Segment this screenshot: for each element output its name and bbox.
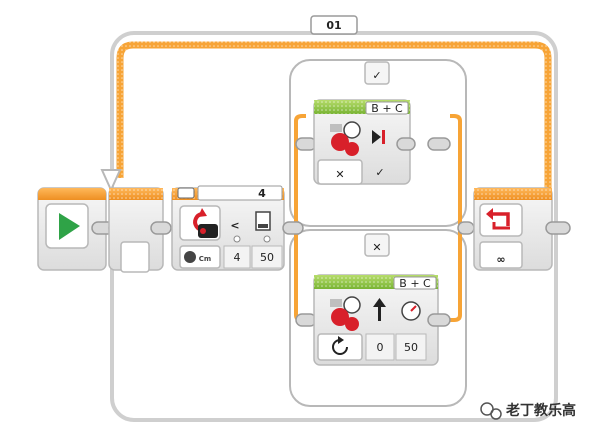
loop-start-block[interactable] xyxy=(108,187,172,273)
motor-port-selector[interactable] xyxy=(365,101,409,115)
compare-value-2: 50 xyxy=(260,251,274,264)
steering-motor-icon-2 xyxy=(330,296,361,331)
steer-arrow-up-icon xyxy=(373,298,386,321)
close-icon: ✕ xyxy=(335,168,344,181)
move-steering-on-block[interactable]: B + C 0 50 xyxy=(295,274,451,366)
steering-value: 0 xyxy=(377,341,384,354)
rotate-icon xyxy=(332,336,348,355)
units-cm-label: Cm xyxy=(199,255,211,263)
loop-repeat-icon xyxy=(486,208,510,230)
port-selector-label: 4 xyxy=(258,187,266,200)
mode-on-button[interactable] xyxy=(317,333,363,361)
port-selector[interactable] xyxy=(197,185,283,201)
steering-motor-icon xyxy=(330,121,361,156)
compare-value-1: 4 xyxy=(234,251,241,264)
case-true-tab[interactable] xyxy=(364,61,390,85)
loop-end-block[interactable]: ∞ xyxy=(473,187,571,271)
mode-stop-button[interactable] xyxy=(317,159,363,185)
stop-icon xyxy=(372,130,385,144)
loop-mode-tab[interactable] xyxy=(120,241,150,273)
compare-less-than-icon: < xyxy=(230,219,239,232)
motor-port-selector-2[interactable] xyxy=(393,276,437,290)
watermark-text: 老丁教乐高 xyxy=(506,402,576,419)
loop-name-field[interactable] xyxy=(310,15,358,35)
compare-value-2-input[interactable] xyxy=(251,245,283,269)
motor-port-label-2: B + C xyxy=(399,277,431,290)
loop-count-button[interactable] xyxy=(479,241,523,269)
switch-condition-block[interactable]: 4 < Cm 4 50 xyxy=(171,185,285,271)
loop-name-label: 01 xyxy=(326,19,341,32)
steering-value-input[interactable] xyxy=(365,333,395,361)
motor-port-label: B + C xyxy=(371,102,403,115)
speedometer-icon xyxy=(401,301,421,321)
compare-value-1-input[interactable] xyxy=(223,245,251,269)
loop-return-arrow xyxy=(100,169,122,193)
move-steering-stop-block[interactable]: B + C ✕ ✓ xyxy=(295,99,451,185)
loop-start-plug xyxy=(150,221,172,235)
case-false-tab[interactable] xyxy=(364,233,390,257)
loop-end-plug xyxy=(545,221,571,235)
case-true-symbol: ✓ xyxy=(372,69,381,82)
watermark: 老丁教乐高 xyxy=(480,402,576,420)
case-false-symbol: ✕ xyxy=(372,241,381,254)
infinity-icon: ∞ xyxy=(496,253,505,266)
units-icon xyxy=(184,251,196,263)
start-block[interactable] xyxy=(37,187,115,271)
brake-check-icon: ✓ xyxy=(375,166,384,179)
play-icon xyxy=(59,213,80,240)
loop-mode-button[interactable] xyxy=(479,203,523,237)
wechat-icon xyxy=(480,402,494,416)
power-value: 50 xyxy=(404,341,418,354)
power-value-input[interactable] xyxy=(395,333,427,361)
switch-tab-icon xyxy=(177,187,195,199)
